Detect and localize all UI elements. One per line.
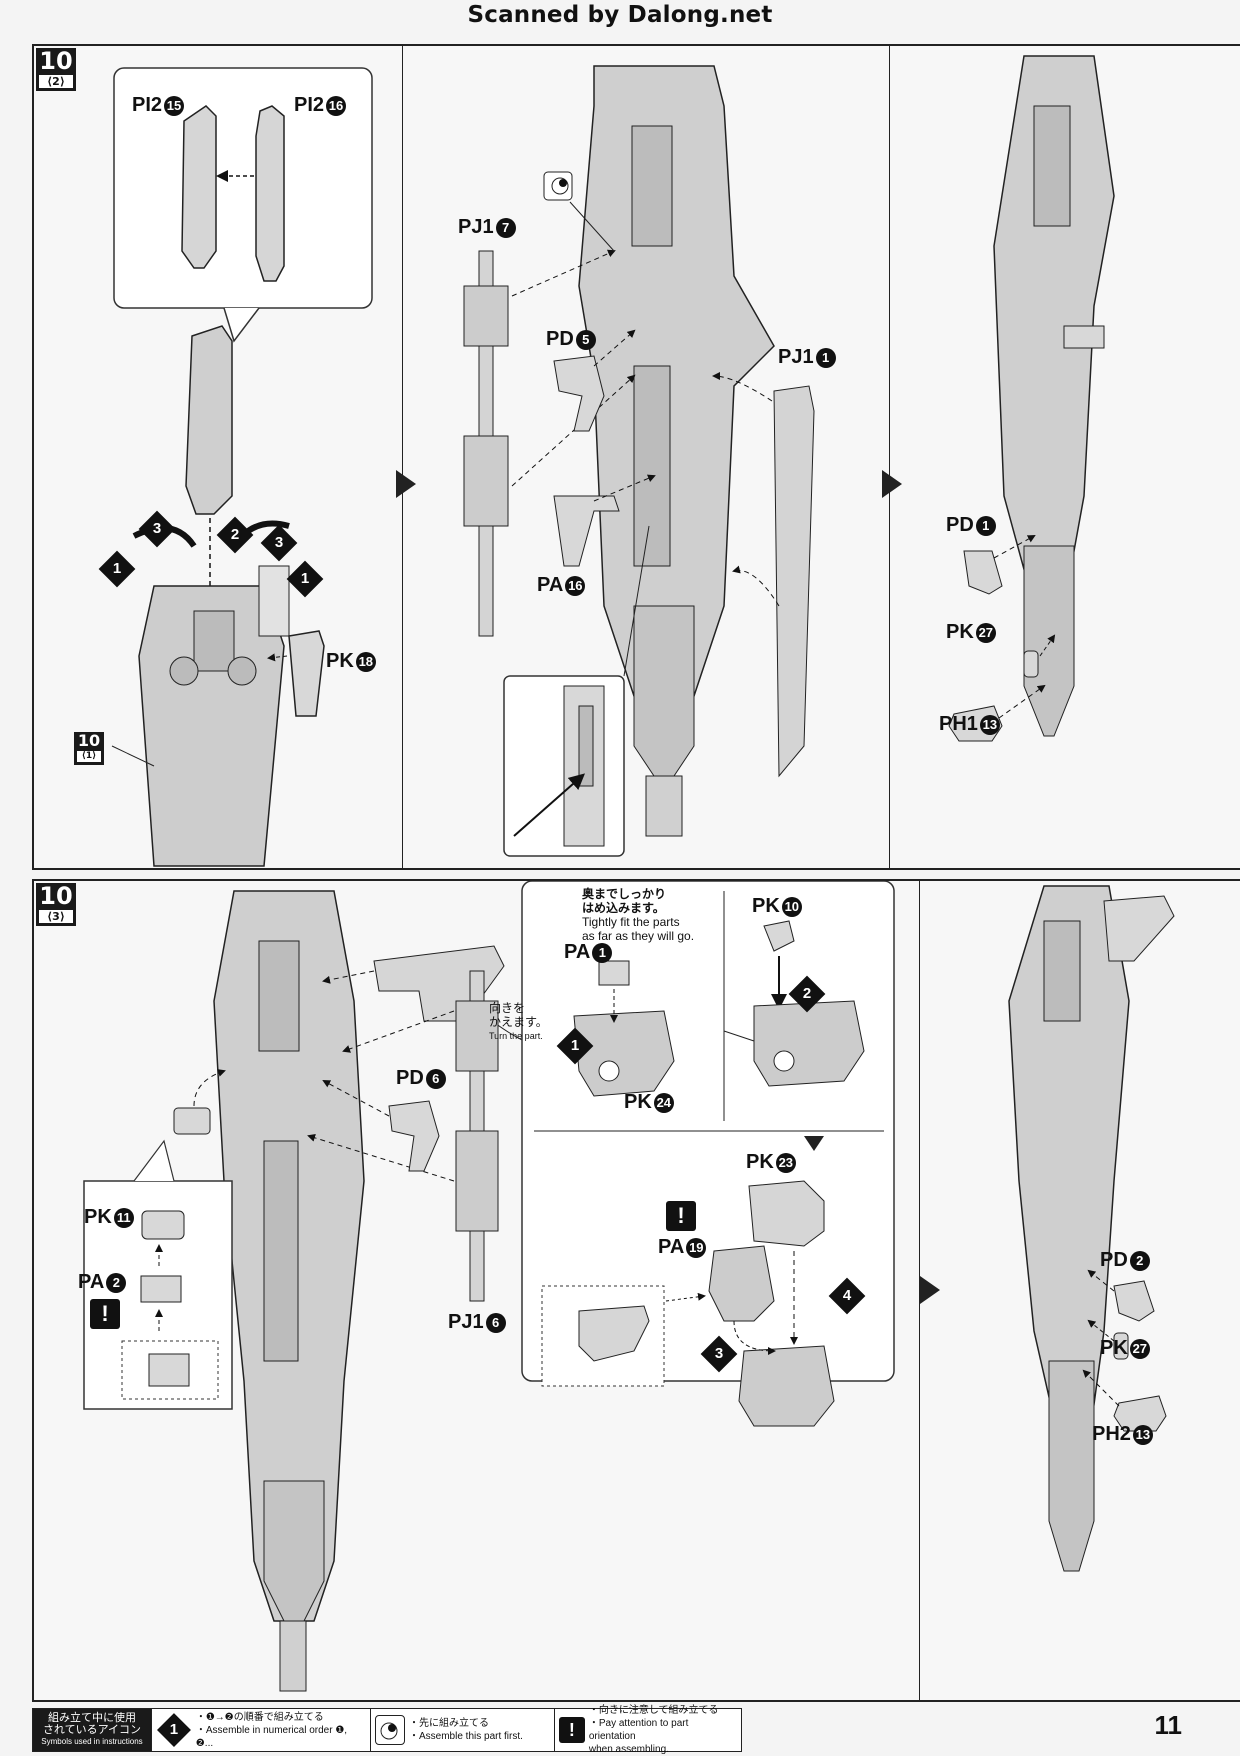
legend-order: 1 ・❶→❷の順番で組み立てる ・Assemble in numerical o… [152, 1709, 371, 1751]
next-step-arrow-icon [396, 470, 416, 498]
legend-header: 組み立て中に使用 されているアイコン Symbols used in instr… [33, 1709, 152, 1751]
icon-legend: 組み立て中に使用 されているアイコン Symbols used in instr… [32, 1705, 742, 1755]
assemble-first-icon [375, 1715, 405, 1745]
panel-divider [919, 881, 920, 1700]
panel-divider [889, 46, 890, 868]
order-badge: 2 [788, 975, 826, 1013]
order-badge: 1 [98, 550, 136, 588]
watermark: Scanned by Dalong.net [467, 2, 773, 28]
next-step-arrow-icon [920, 1276, 940, 1304]
legend-first: ・先に組み立てる ・Assemble this part first. [371, 1709, 555, 1751]
turn-part-note: 向きを かえます。 Turn the part. [489, 1001, 548, 1041]
step-number: 10 ⟨3⟩ [36, 883, 76, 926]
order-badge: 3 [260, 524, 298, 562]
page-number: 11 [1154, 1710, 1183, 1740]
legend-orientation: ! ・向きに注意して組み立てる ・Pay attention to part o… [555, 1705, 741, 1755]
fit-parts-note: 奥までしっかり はめ込みます。 Tightly fit the parts as… [582, 887, 695, 943]
step-panel-10-3: 10 ⟨3⟩ [32, 879, 1240, 1702]
step-number: 10 ⟨2⟩ [36, 48, 76, 91]
orientation-warning-icon: ! [559, 1717, 585, 1743]
assembly-illustration [111, 55, 1115, 867]
assembly-illustration [83, 881, 1175, 1692]
order-badge-icon: 1 [157, 1713, 191, 1747]
step-panel-10-2: 10 ⟨2⟩ [32, 44, 1240, 870]
order-badge: 4 [828, 1277, 866, 1315]
reference-step-number: 10 ⟨1⟩ [74, 732, 104, 765]
orientation-warning-icon: ! [90, 1299, 120, 1329]
order-badge: 2 [216, 516, 254, 554]
order-badge: 1 [286, 560, 324, 598]
orientation-warning-icon: ! [666, 1201, 696, 1231]
next-step-arrow-icon [882, 470, 902, 498]
order-badge: 3 [700, 1335, 738, 1373]
panel-divider [402, 46, 403, 868]
order-badge: 3 [138, 510, 176, 548]
order-badge: 1 [556, 1027, 594, 1065]
